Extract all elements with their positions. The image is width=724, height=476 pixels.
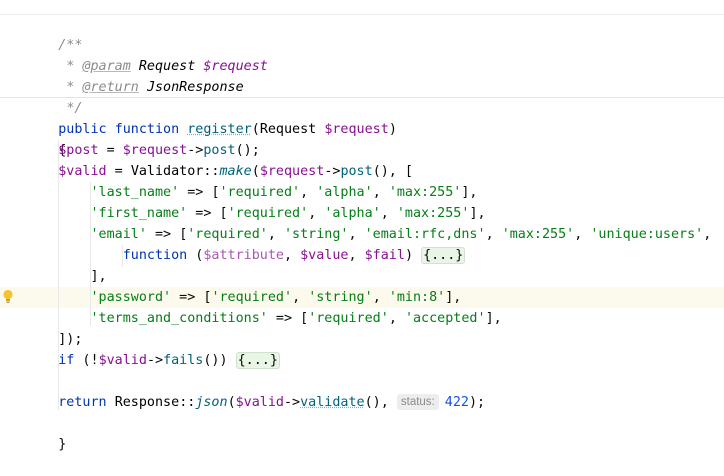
indent-guide xyxy=(90,182,91,326)
code-line[interactable]: $valid = Validator::make($request->post(… xyxy=(58,164,413,179)
keyword-public: public xyxy=(58,122,107,137)
code-line[interactable]: 'email' => ['required', 'string', 'email… xyxy=(90,227,712,242)
current-line-highlight xyxy=(0,287,724,308)
doc-comment-open: /** xyxy=(58,38,83,53)
folded-code-block[interactable]: {...} xyxy=(235,352,280,369)
brace-close: } xyxy=(58,437,67,452)
parameter-hint: status: xyxy=(396,394,439,410)
brace-open: { xyxy=(58,143,67,158)
code-line[interactable]: $post = $request->post(); xyxy=(58,143,260,158)
folded-code-block[interactable]: {...} xyxy=(421,247,466,264)
indent-guide xyxy=(122,245,123,267)
doc-return-tag: @return xyxy=(82,80,139,95)
var-valid: $valid xyxy=(58,164,107,179)
code-line[interactable]: public function register(Request $reques… xyxy=(58,122,397,137)
lightbulb-icon[interactable] xyxy=(3,289,13,305)
code-line[interactable]: */ xyxy=(26,77,82,116)
static-call-make[interactable]: make xyxy=(219,164,252,179)
code-line[interactable]: ], xyxy=(90,269,107,284)
doc-param-var: $request xyxy=(203,59,268,74)
top-divider xyxy=(0,14,724,15)
param-var: $request xyxy=(324,122,389,137)
doc-return-type: JsonResponse xyxy=(146,80,244,95)
code-line[interactable]: /** xyxy=(26,14,82,53)
indent-guide xyxy=(58,140,59,410)
code-line[interactable]: ]); xyxy=(58,332,83,347)
var-post: $post xyxy=(58,143,99,158)
docblock-divider xyxy=(0,97,724,98)
param-type[interactable]: Request xyxy=(259,122,317,137)
code-editor[interactable]: /** * @param Request $request * @return … xyxy=(0,0,724,452)
code-line[interactable]: * @param Request $request xyxy=(58,59,268,74)
class-validator[interactable]: Validator xyxy=(130,164,204,179)
function-name[interactable]: register xyxy=(187,122,252,137)
doc-param-tag: @param xyxy=(82,59,131,74)
doc-param-type: Request xyxy=(138,59,196,74)
method-call[interactable]: post xyxy=(203,143,236,158)
code-line[interactable]: 'last_name' => ['required', 'alpha', 'ma… xyxy=(90,185,478,200)
keyword-function: function xyxy=(114,122,180,137)
code-line[interactable]: function ($attribute, $value, $fail) {..… xyxy=(122,247,466,264)
code-line[interactable]: { xyxy=(26,119,66,158)
class-response[interactable]: Response xyxy=(114,395,180,410)
doc-comment-close: */ xyxy=(66,101,83,116)
code-line[interactable]: 'first_name' => ['required', 'alpha', 'm… xyxy=(90,206,486,221)
code-line[interactable]: if (!$valid->fails()) {...} xyxy=(58,352,280,369)
code-line[interactable]: * @return JsonResponse xyxy=(58,80,244,95)
code-line[interactable]: } xyxy=(26,413,66,452)
code-line[interactable]: 'password' => ['required', 'string', 'mi… xyxy=(90,290,462,305)
code-line[interactable]: return Response::json($valid->validate()… xyxy=(58,394,486,410)
code-line[interactable]: 'terms_and_conditions' => ['required', '… xyxy=(90,311,502,326)
